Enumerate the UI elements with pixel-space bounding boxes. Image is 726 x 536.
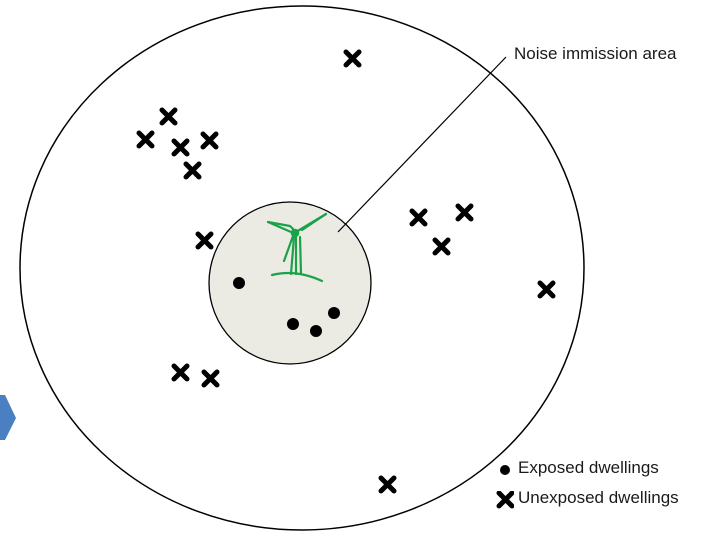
unexposed-dwelling-cross xyxy=(198,234,211,247)
unexposed-dwelling-cross xyxy=(203,134,216,147)
exposed-dwelling-dot xyxy=(328,307,340,319)
noise-immission-circle xyxy=(208,201,372,365)
outer-area-circle xyxy=(19,5,585,531)
unexposed-dwelling-cross xyxy=(139,133,152,146)
unexposed-dwelling-cross xyxy=(174,366,187,379)
unexposed-dwelling-cross xyxy=(435,240,448,253)
wind-turbine-icon xyxy=(266,212,328,283)
filled-dot-icon xyxy=(500,465,510,475)
unexposed-dwelling-cross xyxy=(186,164,199,177)
unexposed-dwelling-cross xyxy=(458,206,471,219)
unexposed-dwelling-cross xyxy=(162,110,175,123)
unexposed-dwelling-cross xyxy=(381,478,394,491)
legend-label-unexposed: Unexposed dwellings xyxy=(518,488,679,507)
callout-label: Noise immission area xyxy=(514,44,677,63)
unexposed-dwelling-cross xyxy=(174,141,187,154)
edge-arrow-icon xyxy=(0,395,16,440)
unexposed-dwelling-cross xyxy=(412,211,425,224)
exposed-dwelling-dot xyxy=(233,277,245,289)
exposed-dwelling-dot xyxy=(287,318,299,330)
unexposed-dwelling-cross xyxy=(540,283,553,296)
legend-label-exposed: Exposed dwellings xyxy=(518,458,659,477)
unexposed-dwelling-cross xyxy=(346,52,359,65)
exposed-dwelling-dot xyxy=(310,325,322,337)
unexposed-dwelling-cross xyxy=(204,372,217,385)
callout-line xyxy=(337,56,507,233)
cross-icon xyxy=(496,491,514,509)
